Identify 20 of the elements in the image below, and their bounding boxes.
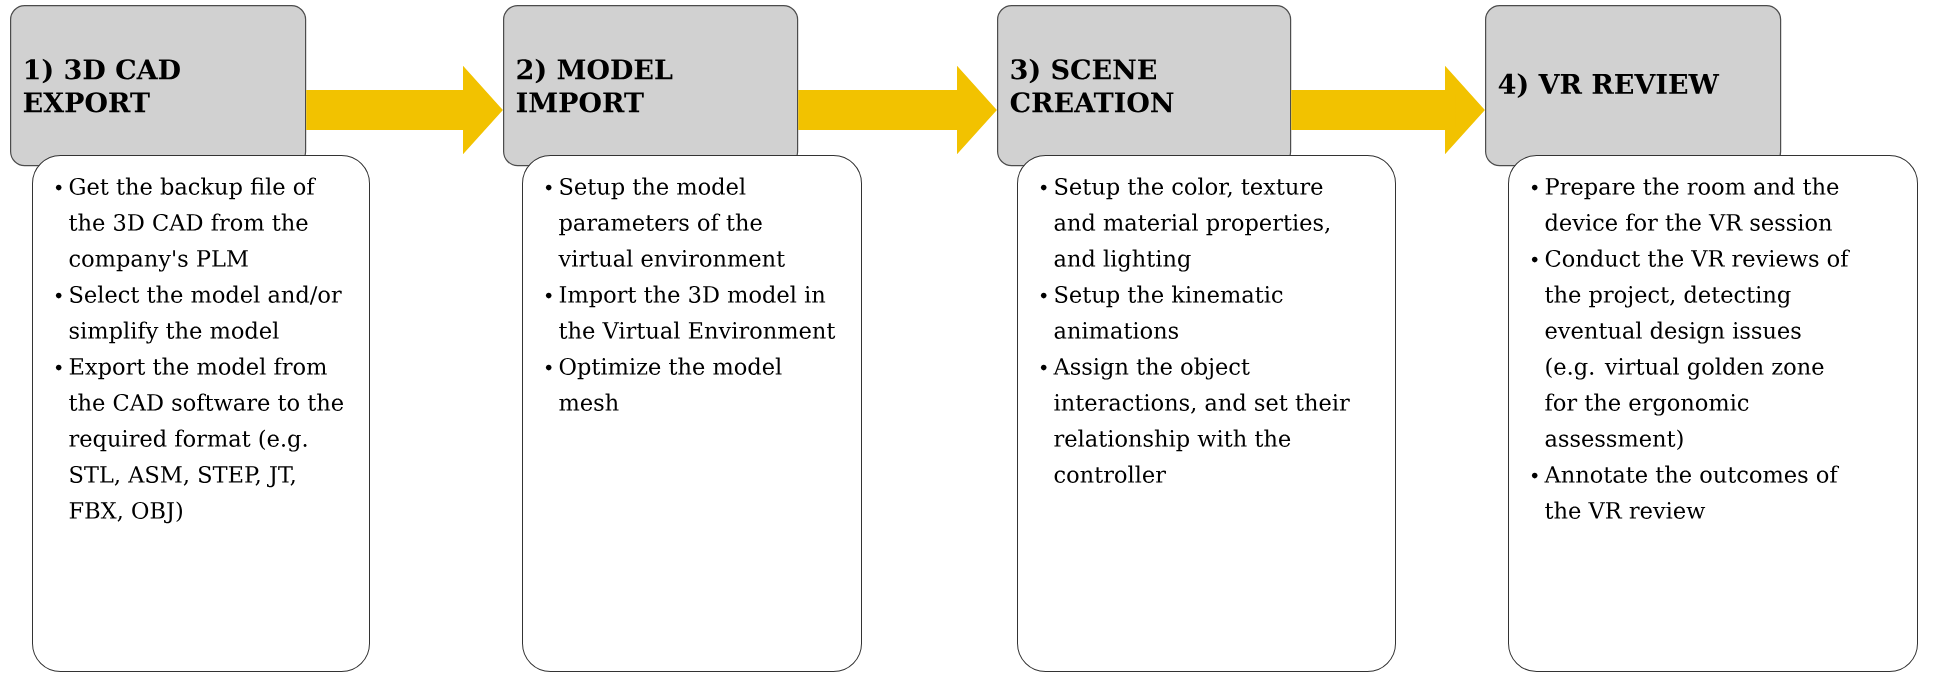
node-label: Select the model and/or simplify the model bbox=[69, 285, 342, 344]
node-label: Annotate the outcomes of the VR review bbox=[1544, 465, 1840, 519]
step-header: 4) VR REVIEW bbox=[1485, 5, 1782, 167]
node-label: Get the backup file of the 3D CAD from the company's PLM bbox=[69, 177, 316, 272]
node-label: Prepare the room and the device for the VR session bbox=[1545, 177, 1839, 231]
node-label: Conduct the VR reviews of the project, detecting eventual design issues (e.g. virtual golden zone for the ergonomic assessment) bbox=[1545, 249, 1850, 451]
step-card: Get the backup file of the 3D CAD from the company's PLM Select the model and/or simplify the model Export the model from the CAD software to the required format (e.g. STL, ASM, STEP, JT, FBX, OBJ) bbox=[32, 155, 370, 672]
node-label: Setup the kinematic animations bbox=[1054, 285, 1283, 339]
step-card: Setup the color, texture and material properties, and lighting Setup the kinematic animations Assign the object interactions, and set their relationship with the controller bbox=[1017, 155, 1396, 672]
step-header: 2) MODEL IMPORT bbox=[503, 5, 799, 167]
node-label: Setup the model parameters of the virtual environment bbox=[558, 177, 785, 267]
step-header: 3) SCENE CREATION bbox=[997, 5, 1292, 167]
node-label: Optimize the model mesh bbox=[559, 357, 782, 411]
node-label: Import the 3D model in the Virtual Environment bbox=[559, 285, 836, 339]
step-card: Setup the model parameters of the virtual environment Import the 3D model in the Virtual Environment Optimize the model mesh bbox=[522, 155, 862, 672]
step-card: Prepare the room and the device for the VR session Conduct the VR reviews of the project, detecting eventual design issues (e.g. virtual golden zone for the ergonomic assessment) Annotate the outcomes of the VR review bbox=[1508, 155, 1918, 672]
node-label: Export the model from the CAD software to the required format (e.g. STL, ASM, STEP, JT, FBX, OBJ) bbox=[69, 357, 343, 524]
step-header: 1) 3D CAD EXPORT bbox=[10, 5, 307, 167]
node-label: Assign the object interactions, and set their relationship with the controller bbox=[1053, 357, 1350, 483]
node-label: Setup the color, texture and material properties, and lighting bbox=[1054, 177, 1330, 272]
